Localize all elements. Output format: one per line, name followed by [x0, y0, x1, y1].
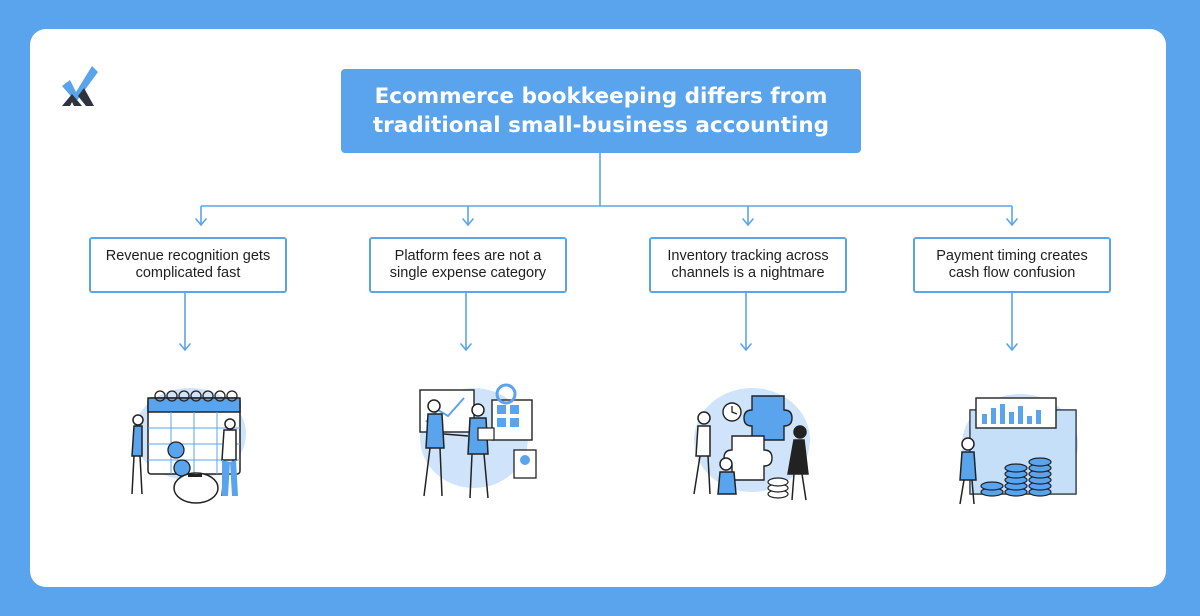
team-puzzle-illustration	[693, 388, 810, 501]
node-label: Platform fees are not a single expense c…	[389, 248, 547, 281]
node-payment-timing: Payment timing creates cash flow confusi…	[913, 237, 1111, 293]
node-inventory-tracking: Inventory tracking across channels is a …	[649, 237, 847, 293]
diagram-title: Ecommerce bookkeeping differs from tradi…	[372, 84, 830, 138]
brand-logo-icon	[62, 66, 98, 106]
node-revenue-recognition: Revenue recognition gets complicated fas…	[89, 237, 287, 293]
title-box: Ecommerce bookkeeping differs from tradi…	[341, 69, 861, 153]
node-label: Inventory tracking across channels is a …	[667, 248, 829, 281]
node-label: Payment timing creates cash flow confusi…	[936, 248, 1088, 281]
node-platform-fees: Platform fees are not a single expense c…	[369, 237, 567, 293]
calendar-piggy-bank-illustration	[131, 388, 246, 504]
team-handshake-dashboard-illustration	[419, 383, 537, 499]
coins-chart-illustration	[959, 394, 1078, 505]
node-label: Revenue recognition gets complicated fas…	[105, 248, 271, 281]
